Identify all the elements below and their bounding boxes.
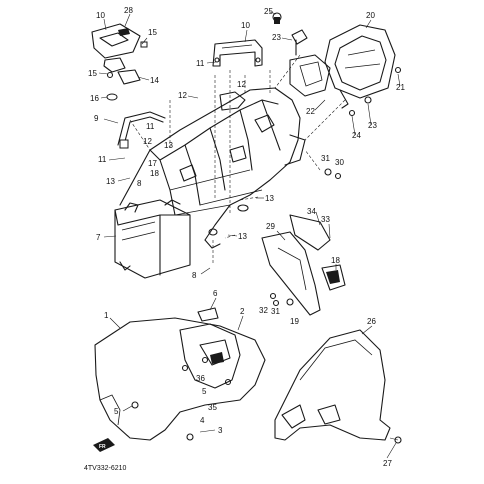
callout-10: 10 — [241, 21, 250, 30]
callout-3: 3 — [218, 426, 223, 435]
callout-12: 12 — [178, 91, 187, 100]
callout-17: 17 — [148, 159, 157, 168]
rear-fender-extension — [274, 329, 402, 444]
callout-13: 13 — [238, 232, 247, 241]
callout-18: 18 — [331, 256, 340, 265]
callout-7: 7 — [96, 233, 101, 242]
callout-5: 5 — [202, 387, 207, 396]
inner-rear-fender — [119, 87, 306, 249]
callout-27: 27 — [383, 459, 392, 468]
callout-23: 23 — [272, 33, 281, 42]
hose-assembly — [117, 111, 166, 149]
callout-13: 13 — [265, 194, 274, 203]
front-direction-marker: FR — [93, 438, 115, 452]
callout-14: 14 — [150, 76, 159, 85]
seat-lock-cover-assembly — [91, 23, 148, 101]
callout-13: 13 — [106, 177, 115, 186]
assembly-leader-lines — [129, 54, 346, 265]
callout-22: 22 — [306, 107, 315, 116]
callout-1: 1 — [104, 311, 109, 320]
callout-5: 5 — [114, 407, 119, 416]
callout-33: 33 — [321, 215, 330, 224]
callout-9: 9 — [94, 114, 99, 123]
fr-marker-text: FR — [99, 444, 106, 450]
callout-30: 30 — [335, 158, 344, 167]
callout-28: 28 — [124, 6, 133, 15]
callout-8: 8 — [137, 179, 142, 188]
callout-6: 6 — [213, 289, 218, 298]
callout-35: 35 — [208, 403, 217, 412]
callout-26: 26 — [367, 317, 376, 326]
callout-11: 11 — [146, 122, 155, 131]
callout-34: 34 — [307, 207, 316, 216]
callout-18: 18 — [150, 169, 159, 178]
front-fender — [94, 307, 266, 441]
callout-21: 21 — [396, 83, 405, 92]
callout-4: 4 — [200, 416, 205, 425]
callout-2: 2 — [240, 307, 245, 316]
callout-10: 10 — [96, 11, 105, 20]
battery-box — [114, 199, 191, 279]
drawing-code: 4TV332-6210 — [84, 465, 127, 472]
bracket-upper — [212, 39, 263, 67]
callout-24: 24 — [352, 131, 361, 140]
callout-25: 25 — [264, 7, 273, 16]
mud-flap-assembly — [261, 168, 346, 316]
callout-36: 36 — [196, 374, 205, 383]
callout-11: 11 — [196, 59, 205, 68]
callout-12: 12 — [143, 137, 152, 146]
callout-23: 23 — [368, 121, 377, 130]
callout-8: 8 — [192, 271, 197, 280]
callout-15: 15 — [88, 69, 97, 78]
tail-light-housing — [272, 12, 402, 117]
callout-31: 31 — [321, 154, 330, 163]
callout-13: 13 — [164, 141, 173, 150]
callout-11: 11 — [98, 155, 107, 164]
callout-31: 31 — [271, 307, 280, 316]
callout-19: 19 — [290, 317, 299, 326]
callout-16: 16 — [90, 94, 99, 103]
callout-20: 20 — [366, 11, 375, 20]
callout-leaders — [98, 11, 401, 459]
callout-32: 32 — [259, 306, 268, 315]
callout-29: 29 — [266, 222, 275, 231]
callout-15: 15 — [148, 28, 157, 37]
callout-12: 12 — [237, 80, 246, 89]
callout-labels: 10 28 15 15 14 16 10 11 12 12 9 11 12 13… — [88, 6, 405, 468]
